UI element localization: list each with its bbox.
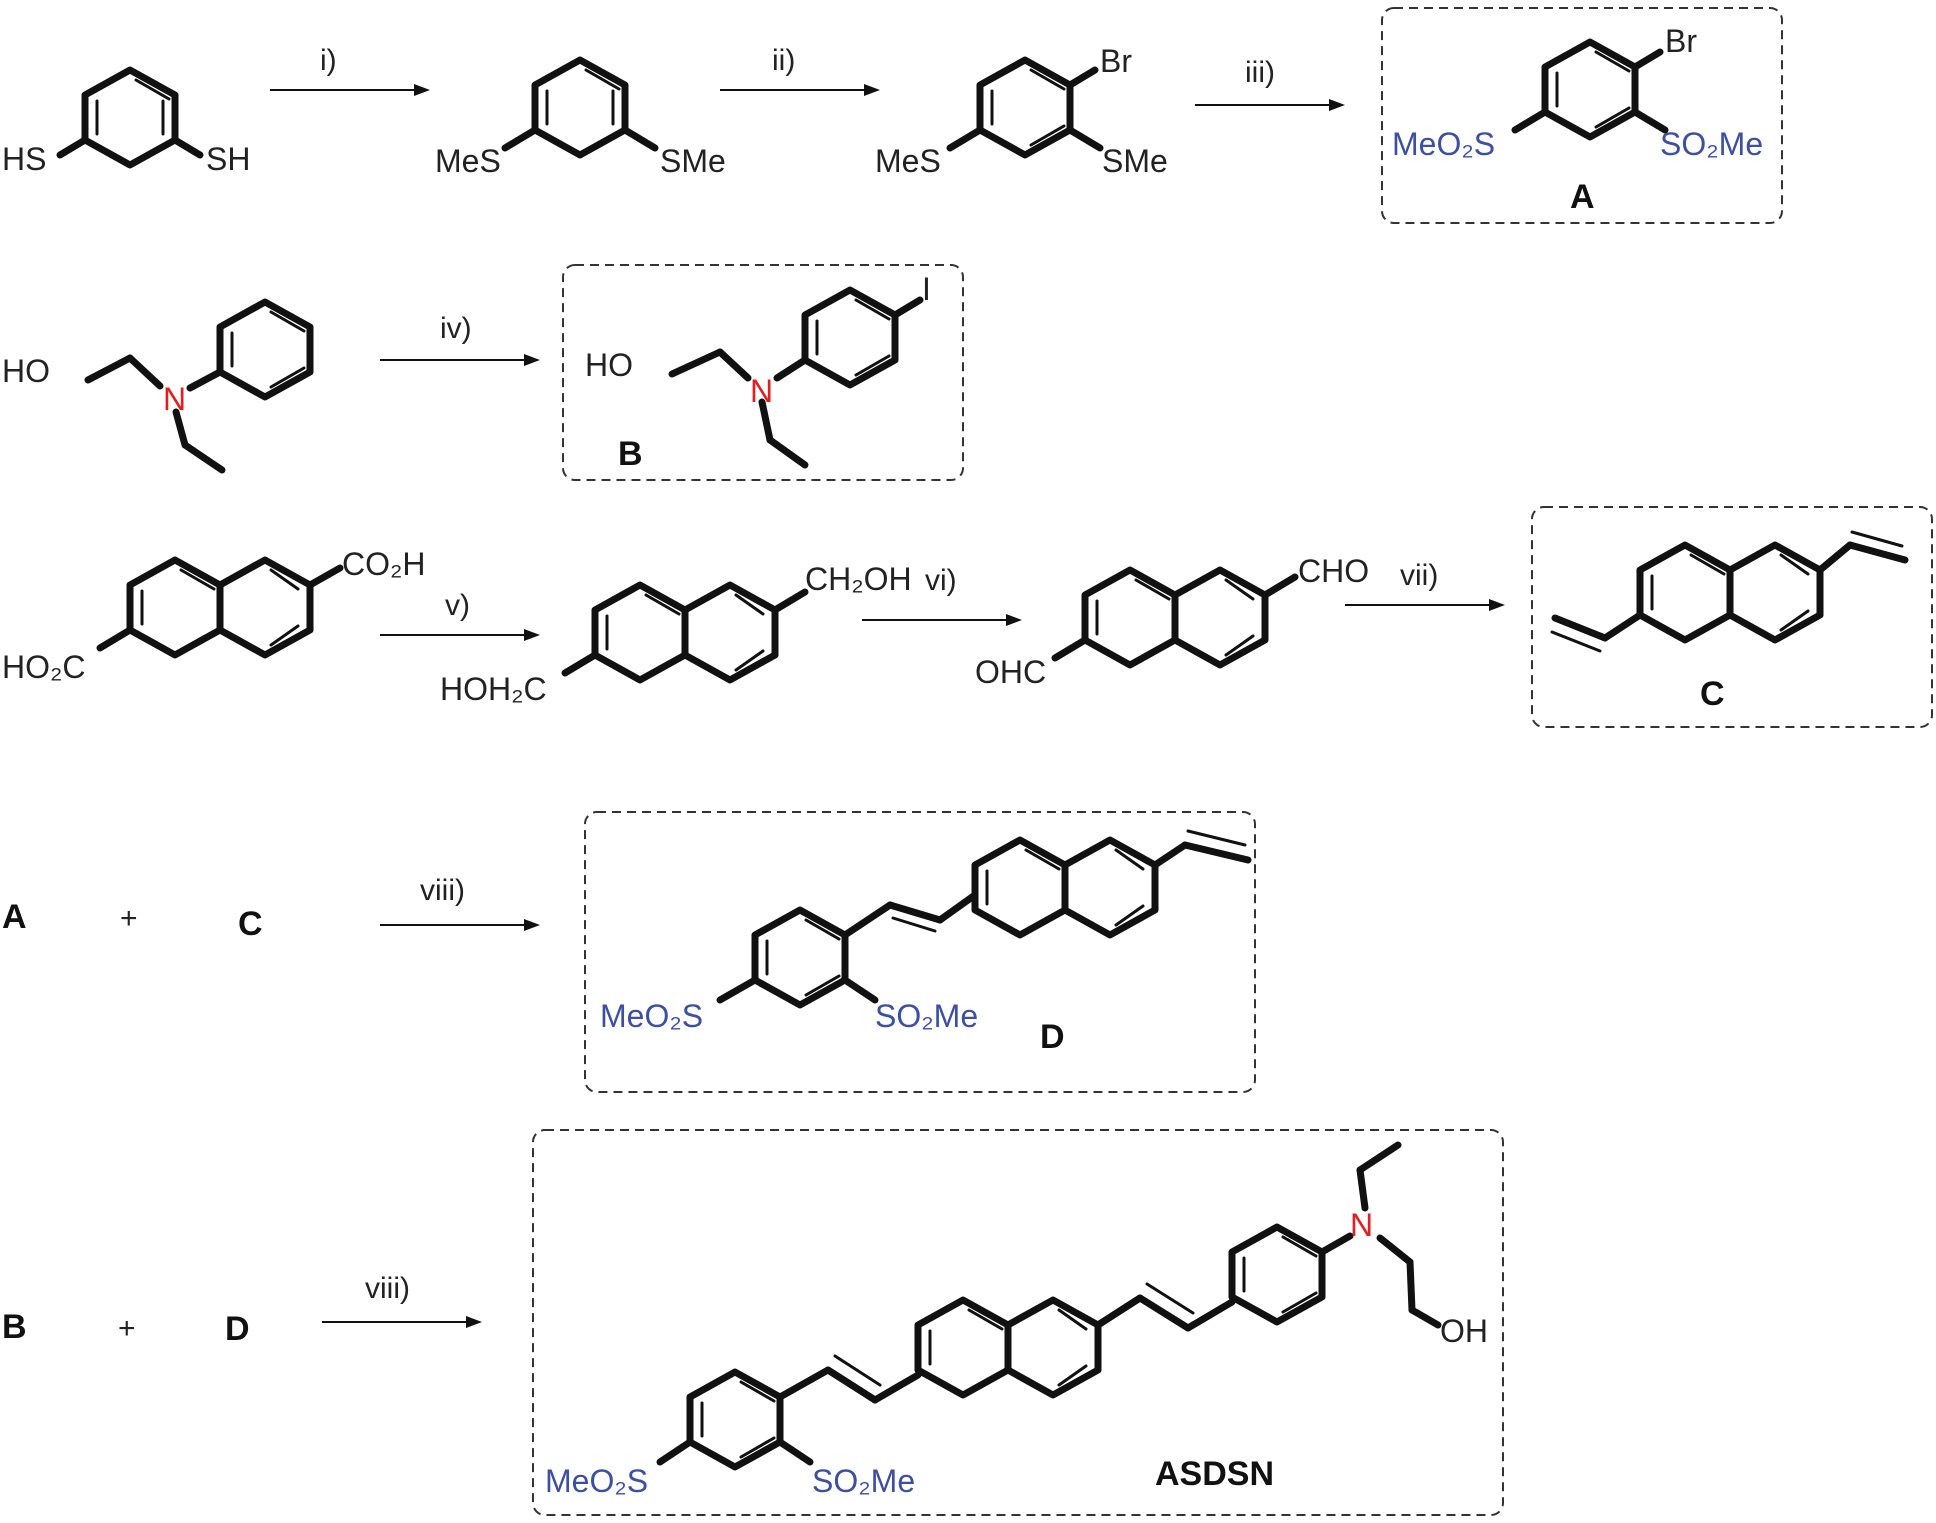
- arrow-step-vi: vi): [862, 564, 1022, 626]
- label-n: N: [750, 373, 773, 409]
- molecule-n-ethyl-n-hydroxyethylaniline: HO N: [2, 298, 314, 474]
- product-label-ASDSN: ASDSN: [1155, 1455, 1274, 1493]
- label-iodo: I: [922, 271, 931, 307]
- arrow-step-vii: vii): [1345, 559, 1505, 611]
- arrow-step-ii: ii): [720, 44, 880, 96]
- arrow-step-iii: iii): [1195, 56, 1345, 111]
- arrow-step-viii-a: viii): [380, 874, 540, 931]
- arrow-step-viii-b: viii): [322, 1272, 482, 1328]
- label-hoh2c: HOH₂C: [440, 671, 547, 707]
- arrow-step-v: v): [380, 589, 540, 641]
- compound-A: Br MeO₂S SO₂Me A: [1381, 7, 1783, 224]
- compound-label-B: B: [618, 435, 643, 473]
- label-sme: SMe: [1102, 143, 1168, 179]
- label-br: Br: [1665, 23, 1697, 59]
- label-sme: SMe: [660, 143, 726, 179]
- row-1: HS SH i) MeS SMe ii): [2, 7, 1783, 224]
- label-meo2s: MeO₂S: [1392, 126, 1495, 162]
- row-2: HO N iv) I HO N B: [2, 264, 964, 481]
- arrow-step-i: i): [270, 44, 430, 96]
- label-ho2c: HO₂C: [2, 649, 86, 685]
- compound-ASDSN: N OH MeO₂S SO₂Me ASDSN: [532, 1129, 1504, 1516]
- label-ho: HO: [2, 353, 50, 389]
- molecule-bromo-bis-methylthio-benzene: Br MeS SMe: [875, 43, 1168, 179]
- label-meo2s: MeO₂S: [545, 1463, 648, 1499]
- compound-label-D: D: [1040, 1018, 1065, 1056]
- label-step-vii: vii): [1400, 559, 1438, 592]
- row-4: A + C viii): [2, 811, 1256, 1093]
- molecule-naphthalenedimethanol: CH₂OH HOH₂C: [440, 561, 912, 707]
- label-so2me: SO₂Me: [875, 998, 978, 1034]
- label-ohc: OHC: [975, 654, 1046, 690]
- reactant-D: D: [225, 1310, 250, 1348]
- compound-label-A: A: [1570, 178, 1595, 216]
- label-step-viii: viii): [365, 1272, 410, 1305]
- molecule-bis-methylthio-benzene: MeS SMe: [435, 56, 726, 179]
- reactant-C: C: [238, 905, 263, 943]
- compound-D: MeO₂S SO₂Me D: [584, 811, 1256, 1093]
- row-3: CO₂H HO₂C v) CH₂OH HOH₂C vi): [2, 506, 1933, 728]
- plus-sign: +: [118, 1312, 136, 1345]
- label-so2me: SO₂Me: [812, 1463, 915, 1499]
- molecule-benzenedithiol: HS SH: [2, 66, 250, 177]
- label-step-i: i): [320, 44, 337, 77]
- label-step-vi: vi): [925, 564, 957, 597]
- reactant-A: A: [2, 898, 27, 936]
- label-oh: OH: [1440, 1313, 1488, 1349]
- label-step-viii: viii): [420, 874, 465, 907]
- molecule-naphthalenedicarboxylic-acid: CO₂H HO₂C: [2, 546, 426, 685]
- label-co2h: CO₂H: [342, 546, 426, 582]
- label-step-v: v): [445, 589, 470, 622]
- label-ch2oh: CH₂OH: [805, 561, 912, 597]
- label-step-ii: ii): [772, 44, 795, 77]
- label-n: N: [163, 381, 186, 417]
- label-meo2s: MeO₂S: [600, 998, 703, 1034]
- label-step-iii: iii): [1245, 56, 1275, 89]
- label-hs: HS: [2, 141, 46, 177]
- label-br: Br: [1100, 43, 1132, 79]
- compound-label-C: C: [1700, 675, 1725, 713]
- label-mes: MeS: [875, 143, 941, 179]
- label-cho: CHO: [1298, 553, 1369, 589]
- label-n: N: [1350, 1207, 1373, 1243]
- label-ho: HO: [585, 347, 633, 383]
- compound-C: C: [1531, 506, 1933, 728]
- label-mes: MeS: [435, 143, 501, 179]
- plus-sign: +: [120, 902, 138, 935]
- row-5: B + D viii): [2, 1129, 1504, 1516]
- reactant-B: B: [2, 1308, 27, 1346]
- label-so2me: SO₂Me: [1660, 126, 1763, 162]
- molecule-naphthalenedicarbaldehyde: CHO OHC: [975, 553, 1369, 690]
- label-sh: SH: [206, 141, 250, 177]
- label-step-iv: iv): [440, 312, 472, 345]
- arrow-step-iv: iv): [380, 312, 540, 366]
- compound-B: I HO N B: [562, 264, 964, 481]
